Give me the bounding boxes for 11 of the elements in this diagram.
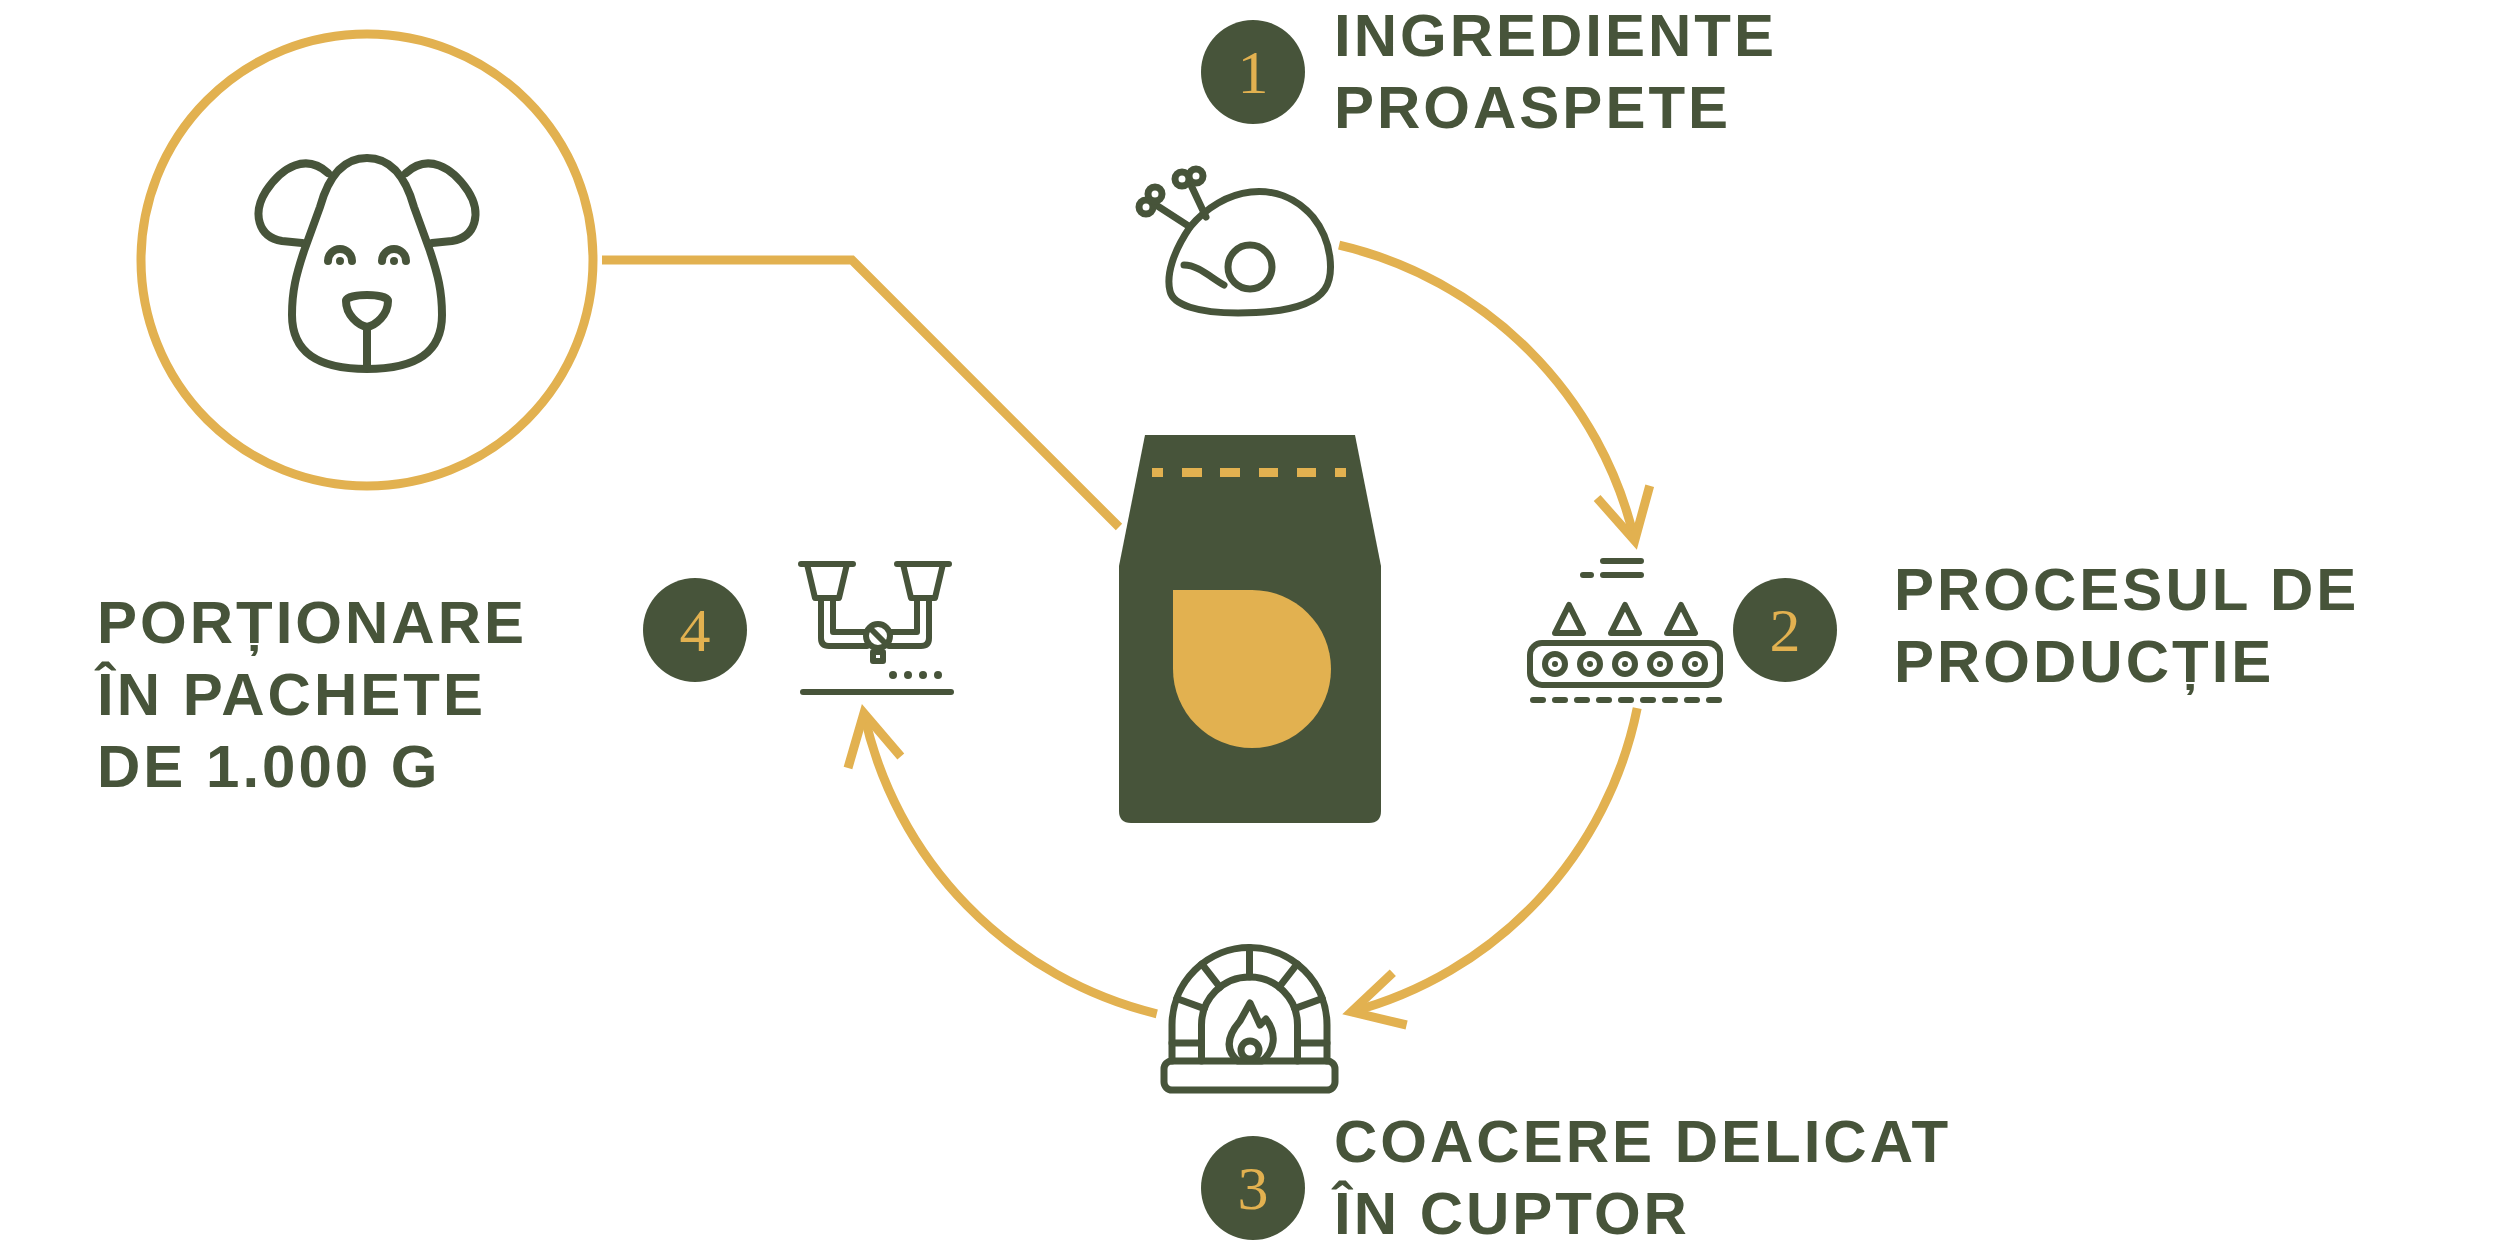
step-title: PROCESUL DE PRODUCȚIE [1894,555,2361,697]
connector-line [602,255,1123,531]
bag-illustration [1119,435,1381,823]
step-number: 1 [1201,20,1305,124]
arrow [1342,707,1642,1030]
arrow [1337,240,1655,550]
step-title: INGREDIENTE PROASPETE [1334,1,1779,143]
arrow [843,704,1159,1019]
step-number: 4 [643,578,747,682]
step-number: 3 [1201,1136,1305,1240]
step-number: 2 [1733,578,1837,682]
